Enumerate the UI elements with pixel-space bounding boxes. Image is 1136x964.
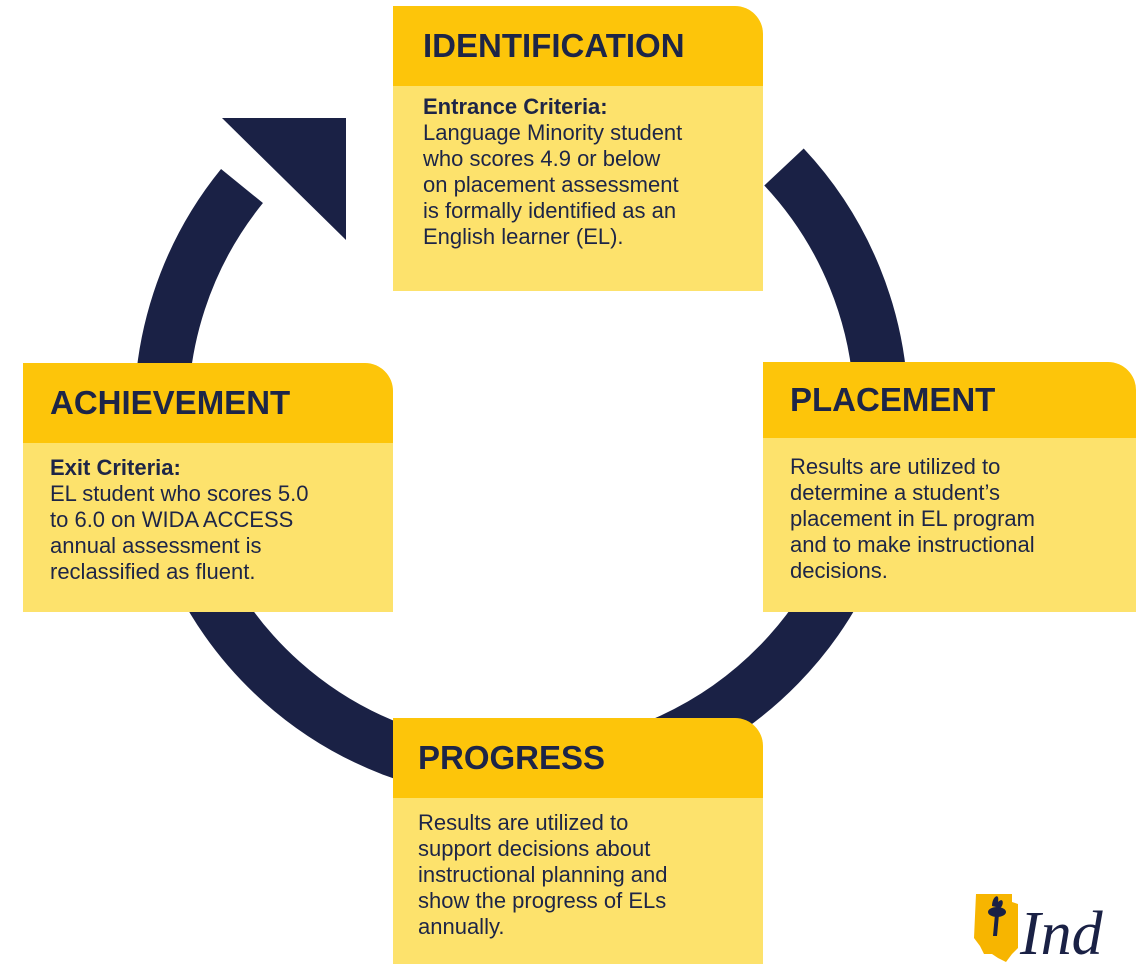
description-line: annually. [418,914,505,939]
description-line: to 6.0 on WIDA ACCESS [50,507,294,532]
description-line: reclassified as fluent. [50,559,256,584]
criteria-label: Entrance Criteria: [423,94,608,119]
stage-card-identification: IDENTIFICATION Entrance Criteria: Langua… [393,6,763,291]
stage-card-achievement: ACHIEVEMENT Exit Criteria: EL student wh… [23,363,393,612]
criteria-label: Exit Criteria: [50,455,181,480]
stage-title: IDENTIFICATION [393,6,763,86]
description-line: is formally identified as an [423,198,677,223]
description-line: EL student who scores 5.0 [50,481,309,506]
description-line: English learner (EL). [423,224,624,249]
stage-description: Results are utilized to support decision… [393,798,763,964]
description-line: Results are utilized to [790,454,1001,479]
stage-title: PLACEMENT [763,362,1136,438]
description-line: on placement assessment [423,172,679,197]
stage-card-placement: PLACEMENT Results are utilized to determ… [763,362,1136,612]
indiana-logo: Ind [974,894,1104,964]
description-line: annual assessment is [50,533,262,558]
description-line: and to make instructional [790,532,1035,557]
description-line: instructional planning and [418,862,668,887]
stage-description: Results are utilized to determine a stud… [763,438,1136,612]
stage-title: ACHIEVEMENT [23,363,393,443]
cycle-arrowhead [222,118,346,240]
stage-description: Entrance Criteria: Language Minority stu… [393,86,763,291]
stage-title: PROGRESS [393,718,763,798]
description-line: Language Minority student [423,120,683,145]
description-line: who scores 4.9 or below [423,146,661,171]
torch-icon [974,894,1018,962]
logo-text: Ind [1019,900,1104,964]
stage-card-progress: PROGRESS Results are utilized to support… [393,718,763,964]
description-line: show the progress of ELs [418,888,667,913]
description-line: Results are utilized to [418,810,629,835]
stage-description: Exit Criteria: EL student who scores 5.0… [23,443,393,612]
description-line: decisions. [790,558,888,583]
description-line: support decisions about [418,836,651,861]
description-line: placement in EL program [790,506,1035,531]
description-line: determine a student’s [790,480,1000,505]
